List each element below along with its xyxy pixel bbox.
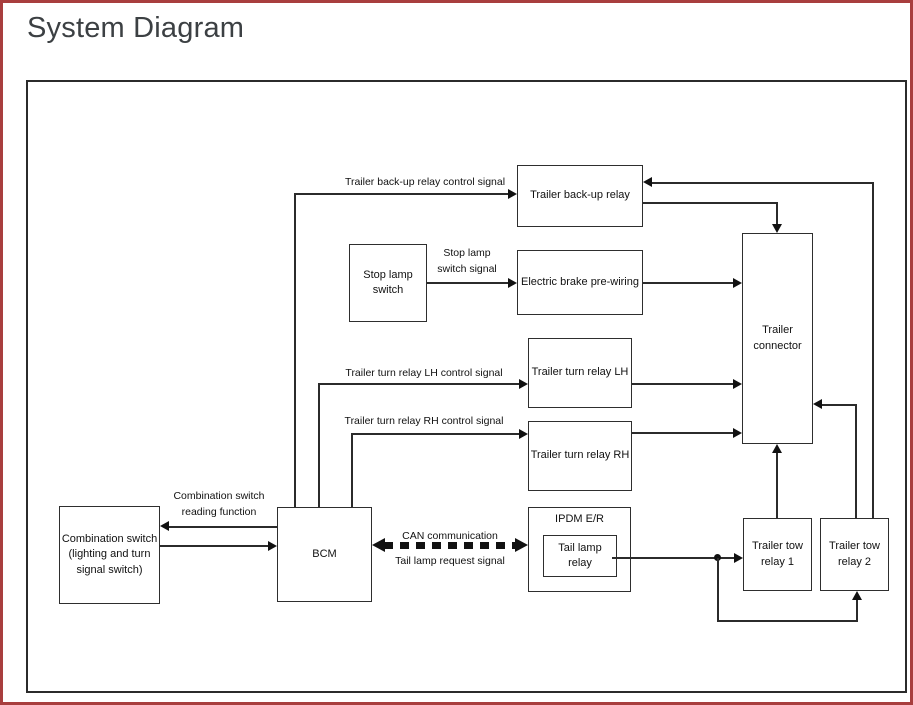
arrowhead (733, 278, 742, 288)
node-trailer-backup-relay: Trailer back-up relay (517, 165, 643, 227)
connector-line (632, 383, 735, 385)
arrowhead (508, 278, 517, 288)
arrowhead (733, 379, 742, 389)
arrowhead (519, 429, 528, 439)
node-trailer-turn-relay-rh: Trailer turn relay RH (528, 421, 632, 491)
connector-line (632, 432, 735, 434)
connector-line (612, 557, 736, 559)
arrowhead (160, 521, 169, 531)
connector-line (294, 193, 510, 195)
arrowhead (772, 444, 782, 453)
node-tail-lamp-relay: Tail lamp relay (543, 535, 617, 577)
label-can-communication: CAN communication (402, 530, 498, 542)
junction-dot (714, 554, 721, 561)
connector-line (318, 383, 320, 507)
connector-line (717, 620, 858, 622)
connector-line (717, 558, 719, 621)
node-trailer-tow-relay-2: Trailer tow relay 2 (820, 518, 889, 591)
connector-line (643, 282, 735, 284)
connector-line (160, 545, 270, 547)
connector-line (855, 404, 857, 518)
connector-line (776, 451, 778, 518)
arrowhead (734, 553, 743, 563)
connector-line (856, 598, 858, 621)
node-combination-switch: Combination switch (lighting and turn si… (59, 506, 160, 604)
arrowhead (508, 189, 517, 199)
connector-line (351, 433, 521, 435)
connector-line (167, 526, 277, 528)
label-tail-lamp-request-signal: Tail lamp request signal (395, 555, 505, 567)
connector-line (351, 433, 353, 507)
arrowhead (852, 591, 862, 600)
connector-line (427, 282, 510, 284)
arrowhead (643, 177, 652, 187)
page-title: System Diagram (27, 12, 245, 44)
label-combination-switch-reading: Combination switch reading function (173, 490, 265, 519)
arrowhead (813, 399, 822, 409)
label-turn-relay-lh-control-signal: Trailer turn relay LH control signal (345, 367, 503, 379)
connector-line (318, 383, 521, 385)
diagram-frame: Trailer back-up relay Stop lamp switch E… (26, 80, 907, 693)
arrowhead (772, 224, 782, 233)
arrowhead (268, 541, 277, 551)
ipdm-er-label: IPDM E/R (555, 513, 604, 525)
connector-line (643, 202, 777, 204)
label-turn-relay-rh-control-signal: Trailer turn relay RH control signal (344, 415, 504, 427)
label-stop-lamp-switch-signal: Stop lamp switch signal (437, 247, 497, 276)
connector-line (776, 202, 778, 226)
connector-line (821, 404, 857, 406)
arrowhead (519, 379, 528, 389)
node-ipdm-er: IPDM E/R Tail lamp relay (528, 507, 631, 592)
node-trailer-tow-relay-1: Trailer tow relay 1 (743, 518, 812, 591)
can-bus-line (384, 542, 516, 549)
connector-line (650, 182, 873, 184)
connector-line (872, 182, 874, 518)
arrowhead (733, 428, 742, 438)
node-bcm: BCM (277, 507, 372, 602)
arrowhead (372, 538, 385, 552)
label-backup-relay-control-signal: Trailer back-up relay control signal (344, 176, 506, 188)
arrowhead (515, 538, 528, 552)
node-trailer-turn-relay-lh: Trailer turn relay LH (528, 338, 632, 408)
node-stop-lamp-switch: Stop lamp switch (349, 244, 427, 322)
connector-line (294, 193, 296, 507)
node-trailer-connector: Trailer connector (742, 233, 813, 444)
node-electric-brake-prewiring: Electric brake pre-wiring (517, 250, 643, 315)
